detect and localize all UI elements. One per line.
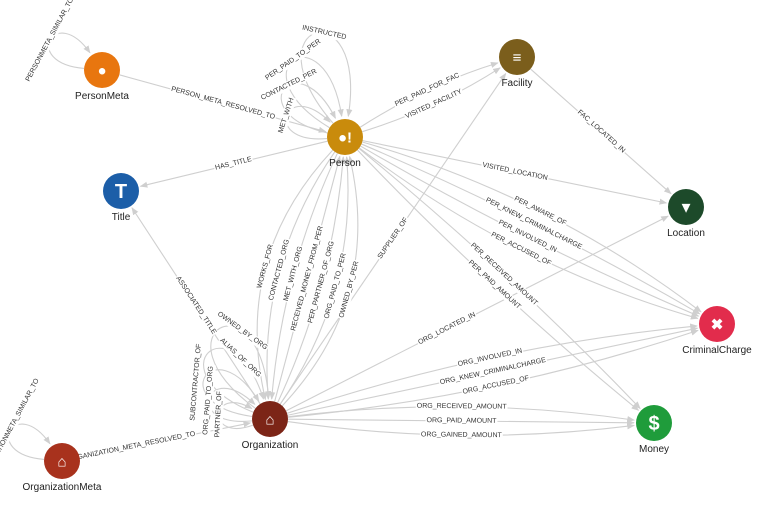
dollar-icon: $	[648, 413, 659, 435]
criminal-charge-icon: ✖	[711, 317, 724, 334]
location-pin-icon: ▼	[679, 200, 694, 217]
node-circle[interactable]	[636, 405, 672, 441]
node-circle[interactable]	[668, 189, 704, 225]
relationship-edge	[359, 61, 499, 128]
node-organizationmeta[interactable]: ⌂ OrganizationMeta	[23, 443, 102, 493]
relationship-edge	[361, 143, 701, 315]
node-person[interactable]: ●! Person	[327, 119, 363, 169]
node-label: Facility	[501, 78, 532, 89]
node-label: CriminalCharge	[682, 345, 752, 356]
node-criminalcharge[interactable]: ✖ CriminalCharge	[682, 306, 752, 356]
relationship-edge	[285, 215, 669, 412]
edge-label: PERSONMETA_SIMILAR_TO	[25, 0, 76, 83]
bank-icon: ⌂	[265, 412, 274, 429]
edge-label: ORGANIZATION_META_RESOLVED_TO	[67, 431, 197, 464]
edge-label: ASSOCIATED_TITLE	[174, 275, 217, 336]
person-icon: ●	[97, 63, 106, 80]
person-alert-icon: ●!	[338, 130, 352, 147]
node-title[interactable]: T Title	[103, 173, 139, 223]
self-loop-edge	[202, 369, 260, 418]
node-label: Person	[329, 158, 361, 169]
edge-label: VISITED_LOCATION	[482, 162, 548, 182]
node-circle[interactable]	[499, 39, 535, 75]
bridge-icon: ≡	[513, 50, 522, 67]
node-label: Title	[112, 212, 131, 223]
edge-label: PERSON_META_RESOLVED_TO	[170, 86, 276, 121]
edge-label: SUBCONTRACTOR_OF	[189, 344, 202, 422]
node-label: Location	[667, 228, 705, 239]
node-circle[interactable]	[252, 401, 288, 437]
edge-label: SUPPLIER_OF	[377, 216, 410, 260]
title-t-icon: T	[115, 181, 127, 203]
edge-label: ORG_LOCATED_IN	[417, 311, 477, 346]
self-loop-edge	[210, 325, 272, 409]
edge-label: ORG_GAINED_AMOUNT	[421, 431, 503, 439]
node-money[interactable]: $ Money	[636, 405, 672, 455]
node-label: PersonMeta	[75, 91, 129, 102]
edge-label: FAC_LOCATED_IN	[576, 109, 626, 155]
node-organization[interactable]: ⌂ Organization	[242, 401, 299, 451]
edge-label: HAS_TITLE	[215, 156, 253, 172]
node-personmeta[interactable]: ● PersonMeta	[75, 52, 129, 102]
node-location[interactable]: ▼ Location	[667, 189, 705, 239]
relationship-edge	[362, 67, 501, 133]
node-label: OrganizationMeta	[23, 482, 102, 493]
node-facility[interactable]: ≡ Facility	[499, 39, 535, 89]
node-circle[interactable]	[44, 443, 80, 479]
bank-icon: ⌂	[57, 454, 66, 471]
node-circle[interactable]	[327, 119, 363, 155]
node-label: Money	[639, 444, 669, 455]
edge-label: ORG_RECEIVED_AMOUNT	[417, 403, 508, 411]
node-label: Organization	[242, 440, 299, 451]
node-circle[interactable]	[103, 173, 139, 209]
node-circle[interactable]	[699, 306, 735, 342]
edge-label: INSTRUCTED	[301, 24, 347, 41]
node-circle[interactable]	[84, 52, 120, 88]
edge-label: ORG_PAID_AMOUNT	[427, 417, 498, 425]
edge-label: PARTNER_OF	[214, 391, 223, 438]
